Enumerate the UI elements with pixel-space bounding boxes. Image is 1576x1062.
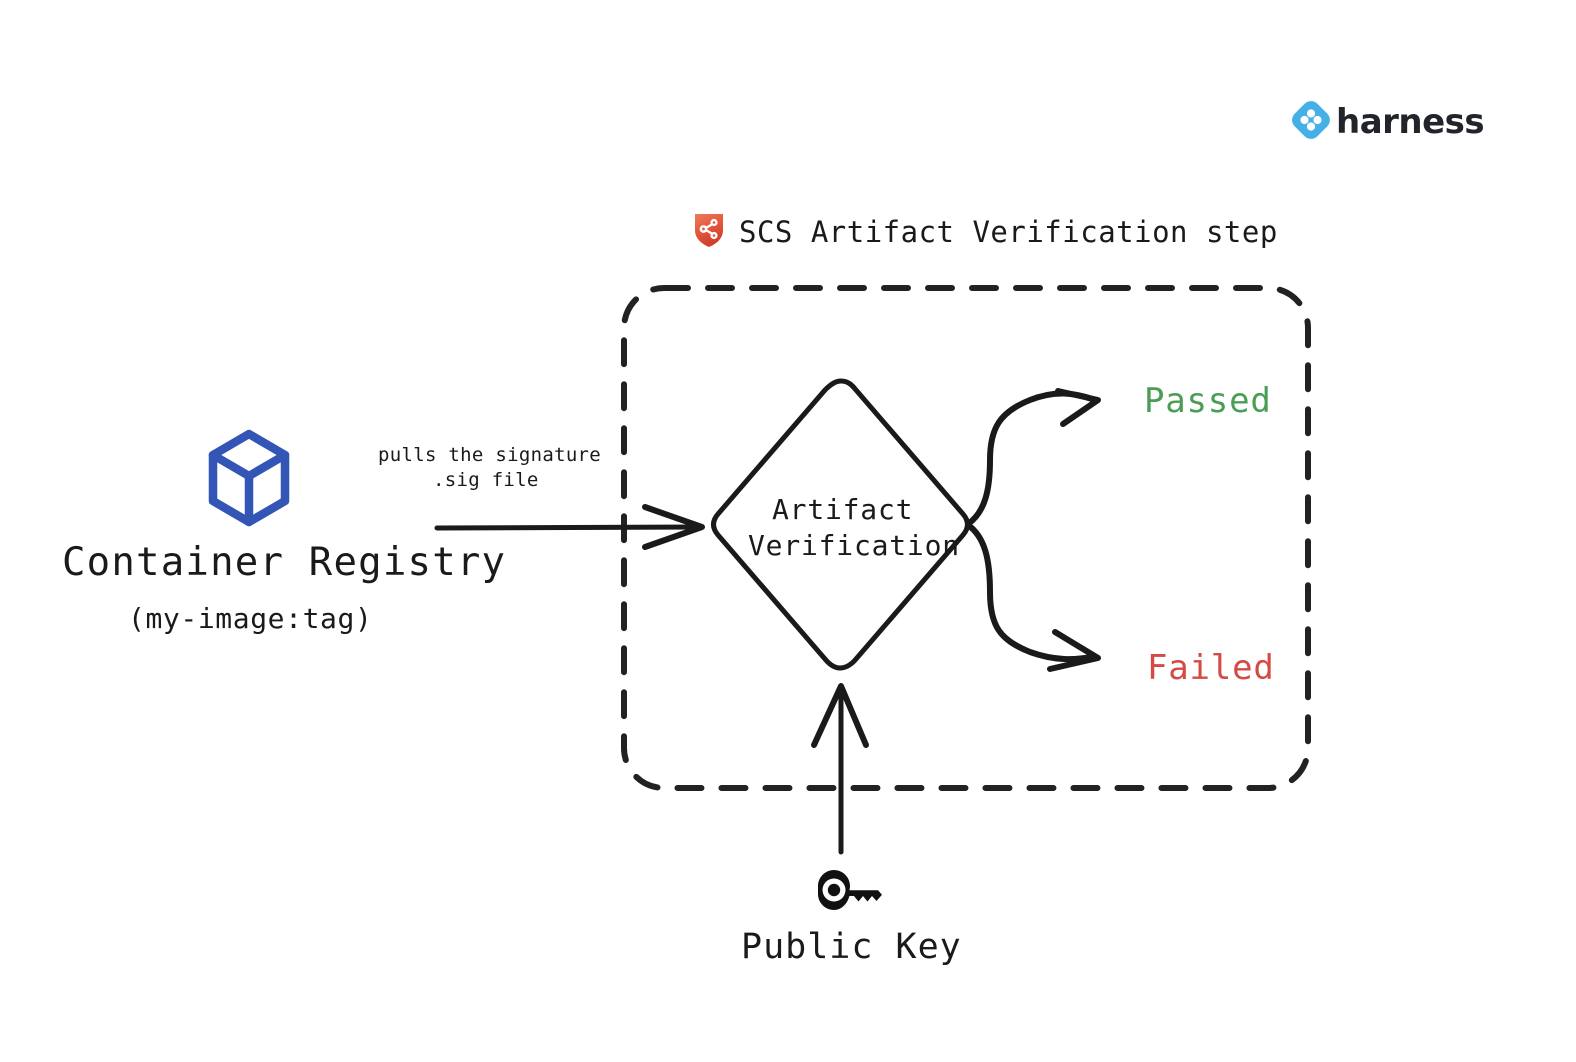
outcome-passed-label: Passed bbox=[1144, 381, 1272, 421]
key-icon bbox=[814, 866, 884, 918]
arrow-public-key-to-verification bbox=[811, 683, 869, 855]
harness-logo: harness bbox=[1292, 101, 1485, 143]
container-cube-icon bbox=[203, 428, 295, 532]
decision-label-line1: Artifact bbox=[772, 493, 914, 526]
step-title-text: SCS Artifact Verification step bbox=[739, 214, 1278, 249]
decision-diamond bbox=[711, 378, 970, 671]
arrow-verification-to-failed bbox=[965, 522, 1101, 672]
arrow-verification-to-passed bbox=[965, 388, 1101, 527]
scs-shield-icon bbox=[693, 212, 725, 252]
decision-label-line2: Verification bbox=[748, 529, 960, 562]
edge-label-line2: .sig file bbox=[433, 469, 539, 491]
step-boundary-dashed-box bbox=[621, 285, 1311, 791]
public-key-label: Public Key bbox=[741, 927, 962, 967]
registry-title: Container Registry bbox=[62, 540, 507, 585]
arrow-registry-to-verification bbox=[434, 504, 705, 550]
outcome-failed-label: Failed bbox=[1147, 648, 1275, 688]
step-title-row: SCS Artifact Verification step bbox=[693, 212, 1278, 252]
harness-diamond-logo-icon bbox=[1292, 101, 1330, 143]
edge-label-line1: pulls the signature bbox=[378, 444, 602, 466]
registry-subtitle: (my-image:tag) bbox=[128, 602, 373, 635]
harness-wordmark: harness bbox=[1336, 102, 1485, 142]
